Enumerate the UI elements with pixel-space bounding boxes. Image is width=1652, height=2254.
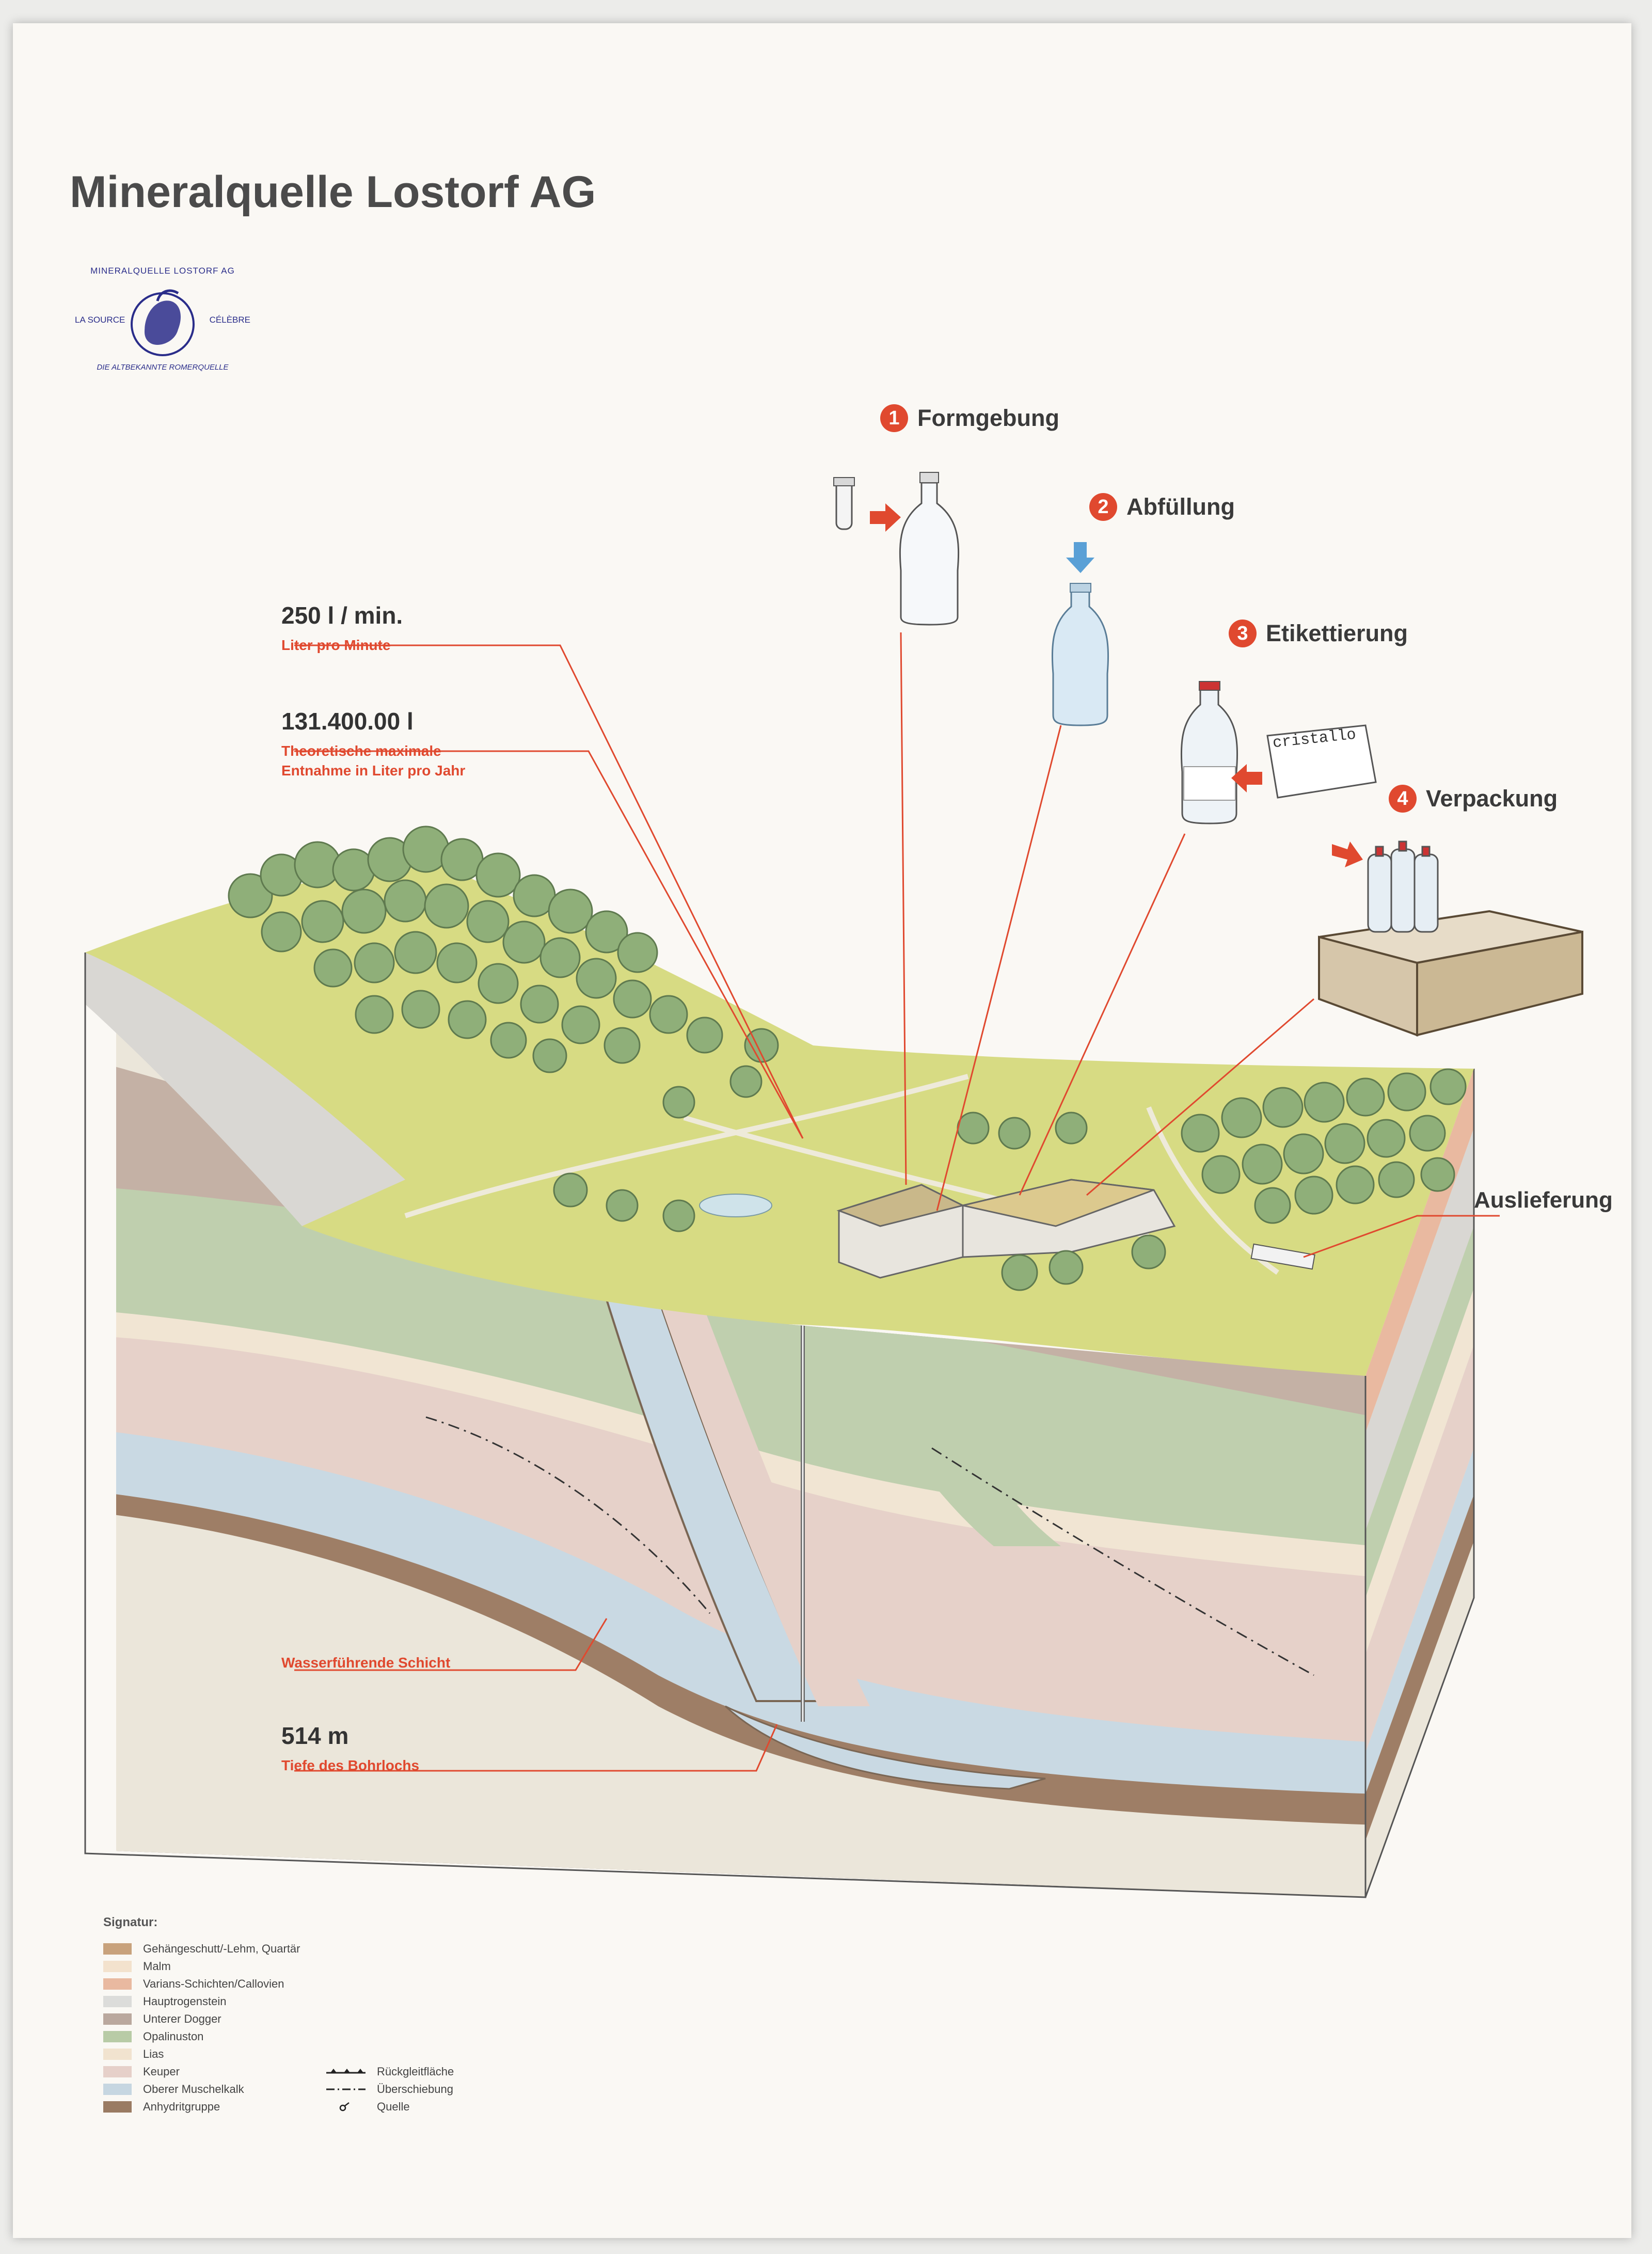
- legend-label: Überschiebung: [377, 2083, 453, 2096]
- legend-item: Varians-Schichten/Callovien: [103, 1977, 284, 1991]
- legend-swatch: [103, 1978, 132, 1990]
- legend-swatch: [103, 1961, 132, 1972]
- legend-label: Opalinuston: [143, 2030, 204, 2043]
- arrow-down-icon: [1066, 542, 1094, 573]
- logo-top-text: MINERALQUELLE LOSTORF AG: [90, 266, 235, 276]
- step-label: Formgebung: [917, 405, 1059, 431]
- logo-left-text: LA SOURCE: [75, 315, 125, 325]
- logo: MINERALQUELLE LOSTORF AG LA SOURCE CÉLÈB…: [75, 266, 250, 385]
- helmet-head-icon: [131, 289, 195, 356]
- terrain-surface: [85, 826, 1474, 1376]
- borehole-depth-value: 514 m: [281, 1722, 349, 1749]
- legend-label: Keuper: [143, 2065, 180, 2078]
- logo-bottom-text: DIE ALTBEKANNTE ROMERQUELLE: [97, 363, 229, 372]
- legend-item: Hauptrogenstein: [103, 1995, 226, 2008]
- step-number-badge: 4: [1389, 785, 1417, 813]
- flow-rate-description: Liter pro Minute: [281, 637, 391, 653]
- legend-swatch: [103, 2031, 132, 2042]
- annual-volume-stat: 131.400.00 l Theoretische maximale Entna…: [281, 707, 465, 781]
- legend-item: Lias: [103, 2047, 164, 2061]
- poster: Mineralquelle Lostorf AG MINERALQUELLE L…: [13, 23, 1631, 2238]
- legend-item: Anhydritgruppe: [103, 2100, 220, 2114]
- arrow-right-icon: [870, 503, 901, 532]
- legend-label: Lias: [143, 2047, 164, 2060]
- legend-swatch: [103, 2066, 132, 2077]
- flow-rate-value: 250 l / min.: [281, 602, 403, 629]
- legend-swatch: [103, 2084, 132, 2095]
- legend-label: Oberer Muschelkalk: [143, 2083, 244, 2096]
- geological-block-diagram: [84, 472, 1583, 1898]
- legend-item: Opalinuston: [103, 2030, 203, 2043]
- legend-label: Gehängeschutt/-Lehm, Quartär: [143, 1942, 300, 1955]
- step-number-badge: 3: [1229, 620, 1257, 647]
- aquifer-label: Wasserführende Schicht: [281, 1655, 451, 1671]
- legend-symbol: Überschiebung: [325, 2083, 453, 2096]
- borehole-depth-stat: 514 m Tiefe des Bohrlochs: [281, 1722, 419, 1775]
- step-abfuellung: 2 Abfüllung: [1089, 493, 1235, 521]
- step-verpackung: 4 Verpackung: [1389, 785, 1558, 813]
- step-label: Abfüllung: [1126, 494, 1235, 520]
- bottle-icon: [899, 472, 960, 626]
- legend-label: Malm: [143, 1960, 171, 1973]
- flow-rate-stat: 250 l / min. Liter pro Minute: [281, 601, 403, 655]
- annual-volume-value: 131.400.00 l: [281, 708, 414, 735]
- dash-dot-line-icon: [326, 2088, 366, 2090]
- legend-label: Rückgleitfläche: [377, 2065, 454, 2078]
- leader-lines: [294, 632, 1500, 1772]
- step-label: Verpackung: [1426, 785, 1558, 812]
- step-label: Etikettierung: [1266, 620, 1408, 646]
- legend-swatch: [103, 2049, 132, 2060]
- labelled-bottle-icon: [1180, 681, 1238, 824]
- logo-right-text: CÉLÈBRE: [209, 315, 250, 325]
- label-sheet-icon: [1266, 724, 1377, 799]
- step-etikettierung: 3 Etikettierung: [1229, 620, 1408, 647]
- thrust-line-icon: [326, 2069, 366, 2074]
- delivery-label: Auslieferung: [1474, 1187, 1613, 1213]
- side-face: [1364, 1069, 1475, 1898]
- preform-icon: [833, 477, 855, 530]
- arrow-left-icon: [1231, 764, 1262, 792]
- legend-label: Anhydritgruppe: [143, 2100, 220, 2113]
- legend-item: Unterer Dogger: [103, 2012, 221, 2026]
- legend-symbol: Quelle: [325, 2100, 410, 2114]
- pallet-icon: [1318, 910, 1583, 1037]
- legend-label: Hauptrogenstein: [143, 1995, 227, 2008]
- arrow-pack-icon: [1332, 842, 1363, 867]
- legend-item: Gehängeschutt/-Lehm, Quartär: [103, 1942, 300, 1956]
- step-number-badge: 1: [880, 404, 908, 432]
- legend-swatch: [103, 1943, 132, 1955]
- page-title: Mineralquelle Lostorf AG: [70, 167, 596, 217]
- legend-label: Unterer Dogger: [143, 2012, 221, 2025]
- legend-swatch: [103, 1996, 132, 2007]
- legend-label: Quelle: [377, 2100, 410, 2113]
- annual-volume-description: Theoretische maximale Entnahme in Liter …: [281, 743, 466, 779]
- legend-item: Oberer Muschelkalk: [103, 2083, 244, 2096]
- borehole-depth-description: Tiefe des Bohrlochs: [281, 1757, 420, 1773]
- spring-icon: [339, 2102, 350, 2112]
- legend-swatch: [103, 2101, 132, 2113]
- legend-label: Varians-Schichten/Callovien: [143, 1977, 284, 1990]
- legend-item: Malm: [103, 1960, 171, 1973]
- bottle-pack-icon: [1367, 840, 1439, 933]
- step-formgebung: 1 Formgebung: [880, 404, 1059, 432]
- legend-swatch: [103, 2013, 132, 2025]
- legend-item: Keuper: [103, 2065, 180, 2078]
- step-number-badge: 2: [1089, 493, 1117, 521]
- legend-title: Signatur:: [103, 1915, 158, 1929]
- legend-symbol: Rückgleitfläche: [325, 2065, 454, 2078]
- water-bottle-icon: [1051, 583, 1109, 726]
